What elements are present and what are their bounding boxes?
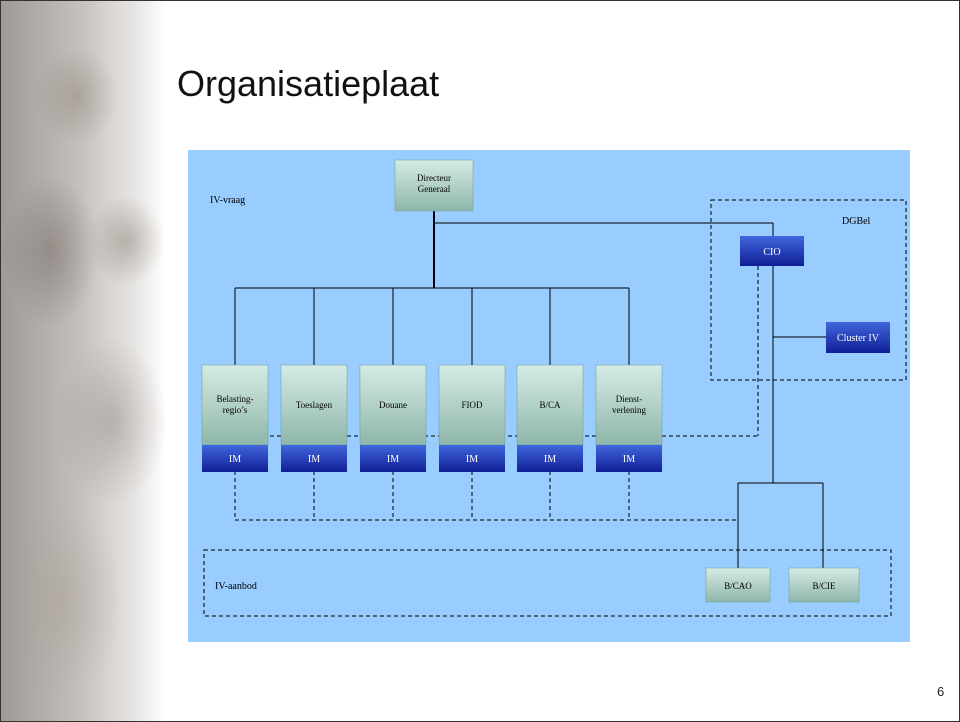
label-iv-aanbod: IV-aanbod (215, 581, 257, 592)
slide-title: Organisatieplaat (177, 63, 440, 104)
bcie-label: B/CIE (812, 581, 836, 591)
im-label: IM (308, 454, 320, 465)
division-label-line: Belasting- (217, 394, 254, 404)
box-cio: CIO (740, 236, 804, 266)
division-fiod: FIOD IM (438, 364, 506, 472)
im-label: IM (544, 454, 556, 465)
box-directeur-generaal: Directeur Generaal (394, 159, 474, 212)
division-douane: Douane IM (359, 364, 427, 472)
im-box (596, 445, 662, 472)
division-label-line: B/CA (539, 400, 561, 410)
box-cluster-iv: Cluster IV (826, 322, 890, 353)
division-label-line: verlening (612, 405, 646, 415)
im-box (202, 445, 268, 472)
division-label-line: Dienst- (616, 394, 643, 404)
decorative-photo-strip (1, 1, 166, 721)
division-label-line: regio’s (223, 405, 248, 415)
cluster-label: Cluster IV (837, 333, 880, 344)
division-label-line: FIOD (461, 400, 483, 410)
solid-connectors (234, 211, 826, 568)
label-iv-vraag: IV-vraag (210, 195, 245, 206)
bcao-label: B/CAO (724, 581, 752, 591)
im-label: IM (466, 454, 478, 465)
cio-label: CIO (763, 247, 780, 258)
directeur-line-2: Generaal (418, 184, 451, 194)
directeur-line-1: Directeur (417, 173, 451, 183)
division-dienstverlening: Dienst- verlening IM (595, 364, 663, 472)
iv-aanbod-group-box (203, 549, 892, 617)
im-label: IM (229, 454, 241, 465)
im-box (360, 445, 426, 472)
label-dgbel: DGBel (842, 216, 871, 227)
division-bca: B/CA IM (516, 364, 584, 472)
division-toeslagen: Toeslagen IM (280, 364, 348, 472)
division-label-line: Toeslagen (296, 400, 333, 410)
org-chart-panel: IV-vraag DGBel IV-aanbod Directeur Gener… (188, 150, 910, 642)
page-number: 6 (937, 684, 945, 699)
dgbel-group-box (710, 199, 907, 381)
im-box (517, 445, 583, 472)
im-box (281, 445, 347, 472)
im-label: IM (387, 454, 399, 465)
im-label: IM (623, 454, 635, 465)
box-bcao: B/CAO (705, 567, 771, 603)
box-bcie: B/CIE (788, 567, 860, 603)
division-label-line: Douane (379, 400, 407, 410)
org-chart: IV-vraag DGBel IV-aanbod Directeur Gener… (201, 159, 907, 617)
division-belastingregios: Belasting- regio’s IM (201, 364, 269, 472)
im-box (439, 445, 505, 472)
